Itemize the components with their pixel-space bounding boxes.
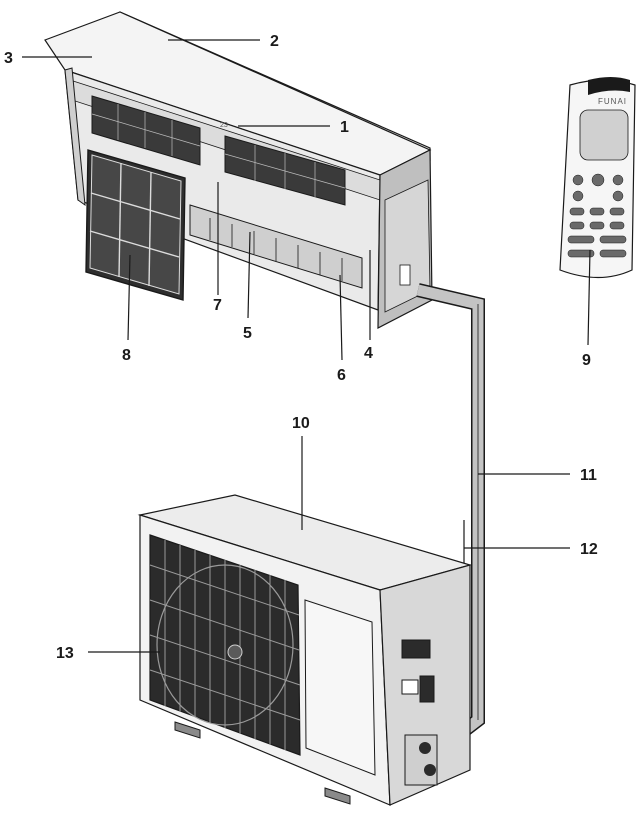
callout-labels: 1 2 3 4 5 6 7 8 9 10 11 12 13 bbox=[4, 33, 598, 662]
callout-7: 7 bbox=[213, 297, 222, 314]
remote-control: FUNAI bbox=[559, 77, 636, 279]
indoor-unit: 23 bbox=[44, 11, 433, 329]
remote-brand-label: FUNAI bbox=[598, 97, 627, 106]
remote-lcd bbox=[579, 109, 629, 161]
callout-10: 10 bbox=[292, 415, 310, 432]
callout-11: 11 bbox=[580, 467, 597, 484]
callout-12: 12 bbox=[580, 541, 598, 558]
callout-13: 13 bbox=[56, 645, 74, 662]
air-filter bbox=[85, 149, 186, 301]
leader-lines bbox=[22, 39, 591, 653]
callout-3: 3 bbox=[4, 50, 13, 67]
callout-1: 1 bbox=[340, 119, 349, 136]
callout-5: 5 bbox=[243, 325, 252, 342]
callout-4: 4 bbox=[364, 345, 373, 362]
callout-6: 6 bbox=[337, 367, 346, 384]
display-indicator: 23 bbox=[220, 122, 228, 129]
outdoor-unit bbox=[137, 494, 473, 806]
callout-2: 2 bbox=[270, 33, 279, 50]
callout-8: 8 bbox=[122, 347, 131, 364]
callout-9: 9 bbox=[582, 352, 591, 369]
